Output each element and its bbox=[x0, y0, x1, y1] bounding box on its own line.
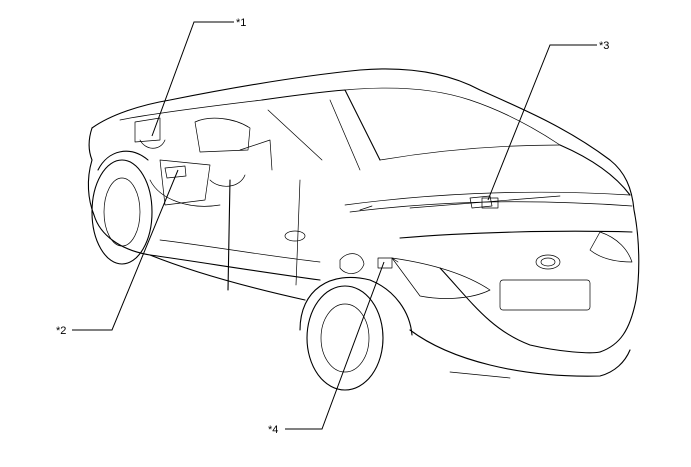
callout-leaders bbox=[72, 21, 597, 430]
car-illustration bbox=[87, 68, 640, 391]
callout-label-4: *4 bbox=[268, 424, 278, 436]
leader-line-3 bbox=[487, 44, 597, 201]
leader-line-4 bbox=[285, 261, 385, 430]
leader-line-1 bbox=[151, 21, 234, 137]
callout-label-1: *1 bbox=[236, 17, 246, 29]
callout-label-3: *3 bbox=[599, 40, 609, 52]
callout-label-2: *2 bbox=[56, 325, 66, 337]
leader-line-2 bbox=[72, 169, 179, 331]
